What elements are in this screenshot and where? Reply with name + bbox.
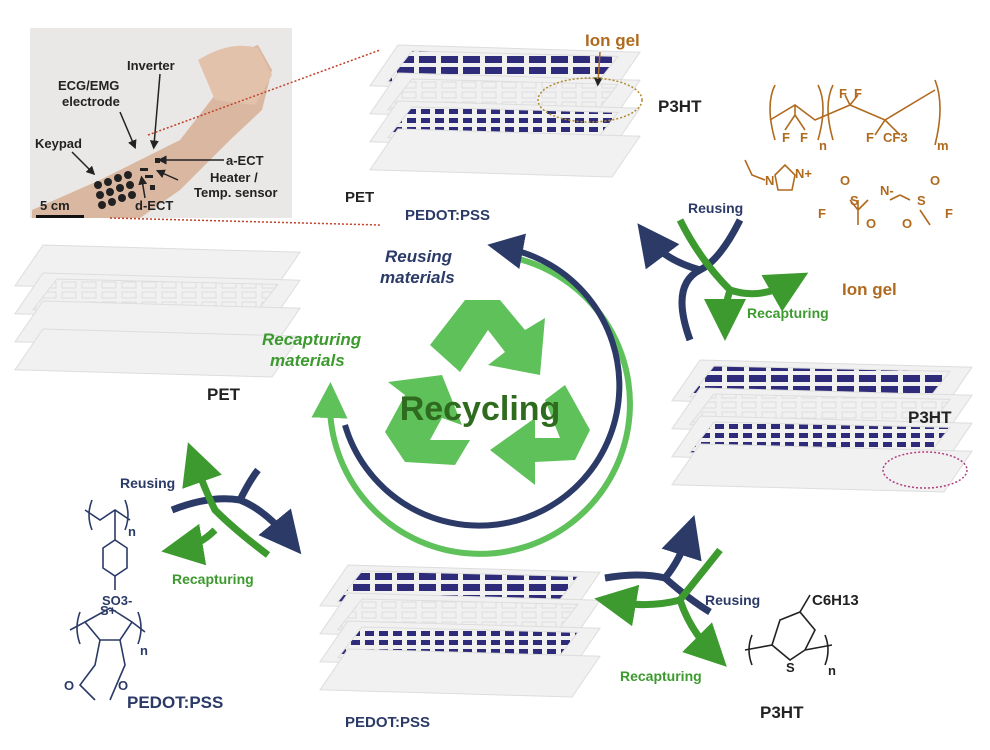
label-keypad: Keypad xyxy=(35,136,82,151)
ion-gel-recapturing-label: Recapturing xyxy=(747,305,829,321)
label-d-ect: d-ECT xyxy=(135,198,173,213)
svg-text:n: n xyxy=(819,138,827,153)
label-electrode: electrode xyxy=(62,94,120,109)
p3ht-branch-arrows xyxy=(594,515,727,667)
svg-text:O: O xyxy=(930,173,940,188)
layer-base xyxy=(369,128,641,178)
ion-gel-material-label: Ion gel xyxy=(842,280,897,299)
svg-text:SO3-: SO3- xyxy=(102,593,132,608)
svg-text:O: O xyxy=(118,678,128,693)
svg-text:O: O xyxy=(866,216,876,231)
layer-base xyxy=(319,648,601,698)
fist-photo xyxy=(198,45,272,105)
svg-text:C6H13: C6H13 xyxy=(812,592,859,609)
svg-text:O: O xyxy=(64,678,74,693)
scale-bar xyxy=(36,215,84,218)
recapturing-materials-line1: Recapturing xyxy=(262,330,362,349)
svg-text:N: N xyxy=(765,173,774,188)
recycling-icon xyxy=(385,300,590,485)
label-temp-sensor: Temp. sensor xyxy=(194,185,278,200)
label-scale: 5 cm xyxy=(40,198,70,213)
svg-text:O: O xyxy=(902,216,912,231)
ion-gel-structure xyxy=(744,79,941,226)
zoom-lines xyxy=(109,49,381,226)
svg-text:F: F xyxy=(782,130,790,145)
svg-text:m: m xyxy=(937,138,949,153)
svg-text:S: S xyxy=(786,660,795,675)
svg-text:n: n xyxy=(828,663,836,678)
pedot-pss-atom-labels: n SO3- S+ n O O xyxy=(64,524,148,693)
svg-text:n: n xyxy=(128,524,136,539)
svg-text:F: F xyxy=(945,206,953,221)
keypad-patch xyxy=(94,158,160,209)
device-layer-stacks xyxy=(14,44,973,698)
label-a-ect: a-ECT xyxy=(226,153,264,168)
p3ht-material-label: P3HT xyxy=(760,703,804,722)
reusing-materials-line2: materials xyxy=(380,268,455,287)
svg-text:F: F xyxy=(818,206,826,221)
label-ecg-emg: ECG/EMG xyxy=(58,78,119,93)
reusing-cycle-arrow xyxy=(342,233,623,529)
pedot-material-label: PEDOT:PSS xyxy=(127,693,223,712)
ion-gel-atom-labels: F F n F F F CF3 m N N+ N- S S O O O O F … xyxy=(765,86,953,231)
p3ht-recapturing-label: Recapturing xyxy=(620,668,702,684)
p3ht-highlight xyxy=(882,451,968,489)
device-photo-inset: Inverter ECG/EMG electrode Keypad a-ECT … xyxy=(30,28,381,226)
pedot-reusing-label: Reusing xyxy=(120,475,175,491)
svg-text:S+: S+ xyxy=(100,603,117,618)
p3ht-structure xyxy=(744,594,833,666)
reusing-materials-line1: Reusing xyxy=(385,247,453,266)
bottom-pedot-label: PEDOT:PSS xyxy=(345,714,430,731)
svg-text:F: F xyxy=(866,130,874,145)
svg-text:F: F xyxy=(800,130,808,145)
top-pet-label: PET xyxy=(345,189,374,206)
top-ion-gel-label: Ion gel xyxy=(585,31,640,50)
right-p3ht-label: P3HT xyxy=(908,408,952,427)
svg-text:S: S xyxy=(917,193,926,208)
left-pet-label: PET xyxy=(207,385,241,404)
svg-text:S: S xyxy=(850,193,859,208)
ion-gel-branch-arrows xyxy=(637,218,809,342)
p3ht-atom-labels: C6H13 S n xyxy=(786,592,859,678)
svg-text:N+: N+ xyxy=(795,166,812,181)
svg-text:F: F xyxy=(839,86,847,101)
p3ht-reusing-label: Reusing xyxy=(705,592,760,608)
recycling-title: Recycling xyxy=(400,390,561,428)
layer-base xyxy=(671,443,973,493)
svg-text:O: O xyxy=(840,173,850,188)
svg-text:N-: N- xyxy=(880,183,894,198)
svg-text:F: F xyxy=(854,86,862,101)
inset-pointers xyxy=(71,73,224,199)
svg-text:n: n xyxy=(140,643,148,658)
top-pedot-label: PEDOT:PSS xyxy=(405,207,490,224)
layer-base xyxy=(14,328,301,378)
pedot-branch-arrows xyxy=(161,442,302,566)
top-p3ht-label: P3HT xyxy=(658,97,702,116)
pedot-recapturing-label: Recapturing xyxy=(172,571,254,587)
ion-gel-highlight xyxy=(537,77,643,123)
recapturing-materials-line2: materials xyxy=(270,351,345,370)
pedot-pss-structure xyxy=(69,499,146,701)
label-inverter: Inverter xyxy=(127,58,175,73)
svg-text:CF3: CF3 xyxy=(883,130,908,145)
label-heater: Heater / xyxy=(210,170,258,185)
ion-gel-reusing-label: Reusing xyxy=(688,200,743,216)
